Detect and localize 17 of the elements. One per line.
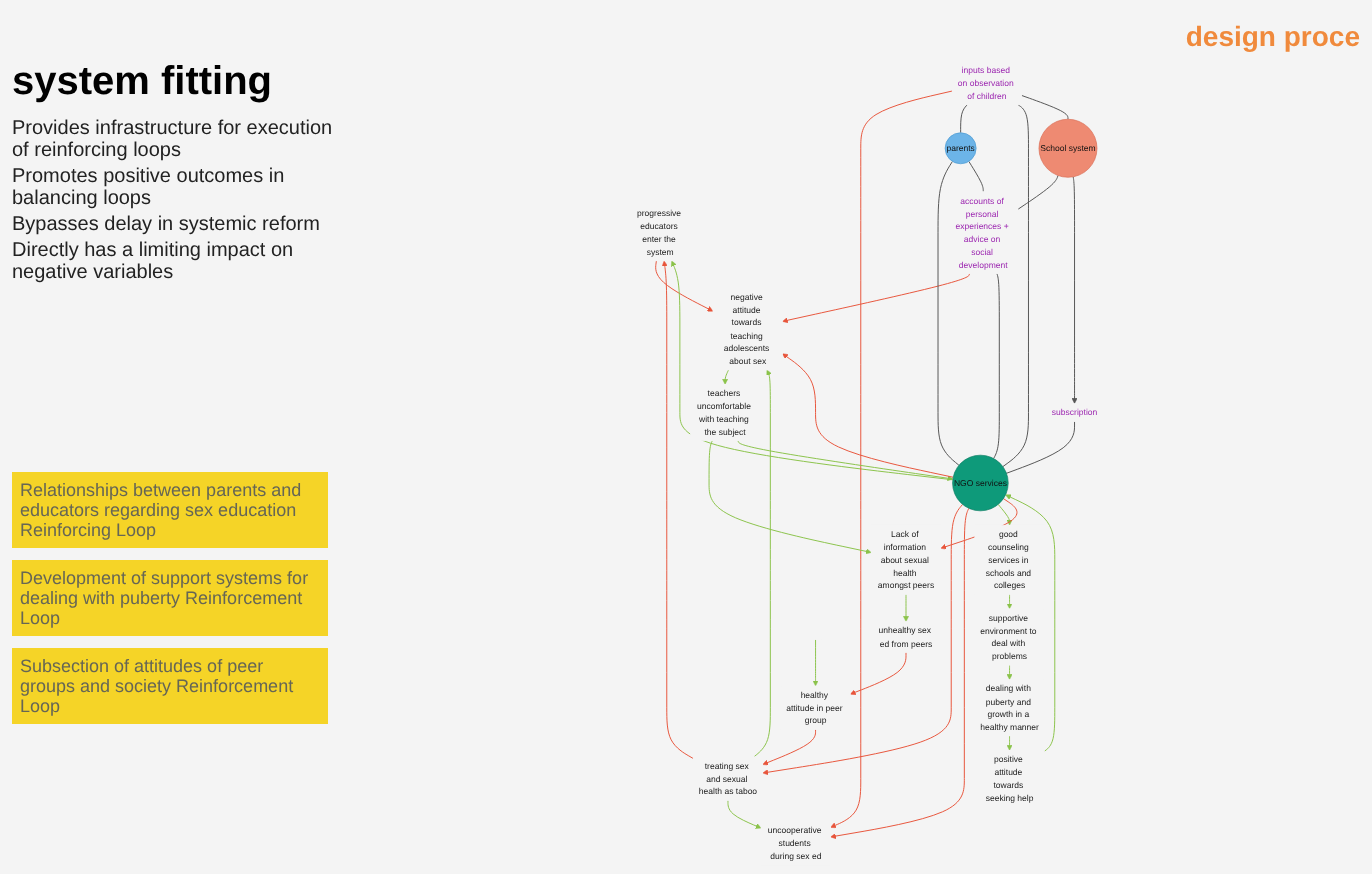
sticky-note: Relationships between parents and educators regarding sex education Reinforcing Loop [12,472,328,548]
connector [993,273,1000,459]
bullet-text: Bypasses delay in systemic reform [12,214,322,236]
connector [1017,175,1059,210]
sticky-note: Subsection of attitudes of peer groups and society Reinforcement Loop [12,648,328,724]
bullet-text: Directly has a limiting impact on negative variables [12,240,296,284]
connector [968,160,984,193]
connector [1002,104,1029,468]
bullet-text: Provides infrastructure for execution of reinforcing loops [12,118,335,162]
bullet-text: Promotes positive outcomes in balancing loops [12,166,287,210]
connector [937,160,960,466]
sticky-note: Development of support systems for dealing with puberty Reinforcement Loop [12,560,328,636]
heading-text: design proce [1185,20,1360,52]
connector [1006,421,1076,474]
title: system fitting [12,60,275,106]
connector [960,104,968,134]
connector [1021,95,1069,120]
